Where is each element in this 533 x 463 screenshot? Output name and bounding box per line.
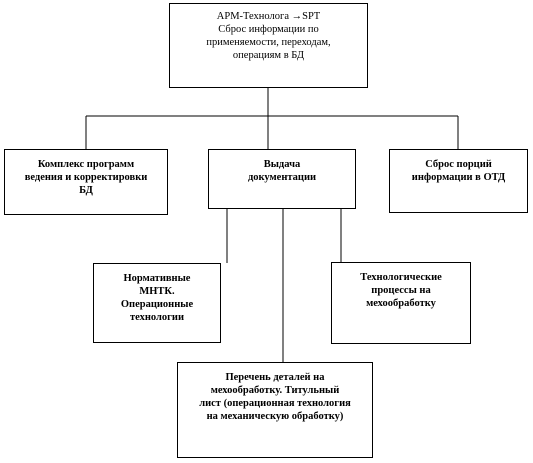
node-right-label: Сброс порций информации в ОТД (411, 159, 506, 183)
node-documentation-output: Выдача документации (208, 149, 356, 209)
node-bottom-label: Перечень деталей на мехообработку. Титул… (199, 372, 351, 422)
node-mid-right-label: Технологические процессы на мехообработк… (360, 272, 442, 309)
node-mid-label: Выдача документации (247, 159, 317, 183)
node-left-label: Комплекс программ ведения и корректировк… (24, 159, 148, 196)
node-root-arm-technologist: АРМ-Технолога →SPT Сброс информации по п… (169, 3, 368, 88)
node-tech-processes: Технологические процессы на мехообработк… (331, 262, 471, 344)
node-mid-left-label: Нормативные МНТК. Операционные технологи… (120, 273, 194, 323)
node-normative-mntk: Нормативные МНТК. Операционные технологи… (93, 263, 221, 343)
node-program-complex: Комплекс программ ведения и корректировк… (4, 149, 168, 215)
node-root-label: АРМ-Технолога →SPT Сброс информации по п… (206, 11, 331, 61)
node-parts-list: Перечень деталей на мехообработку. Титул… (177, 362, 373, 458)
node-info-to-otd: Сброс порций информации в ОТД (389, 149, 528, 213)
